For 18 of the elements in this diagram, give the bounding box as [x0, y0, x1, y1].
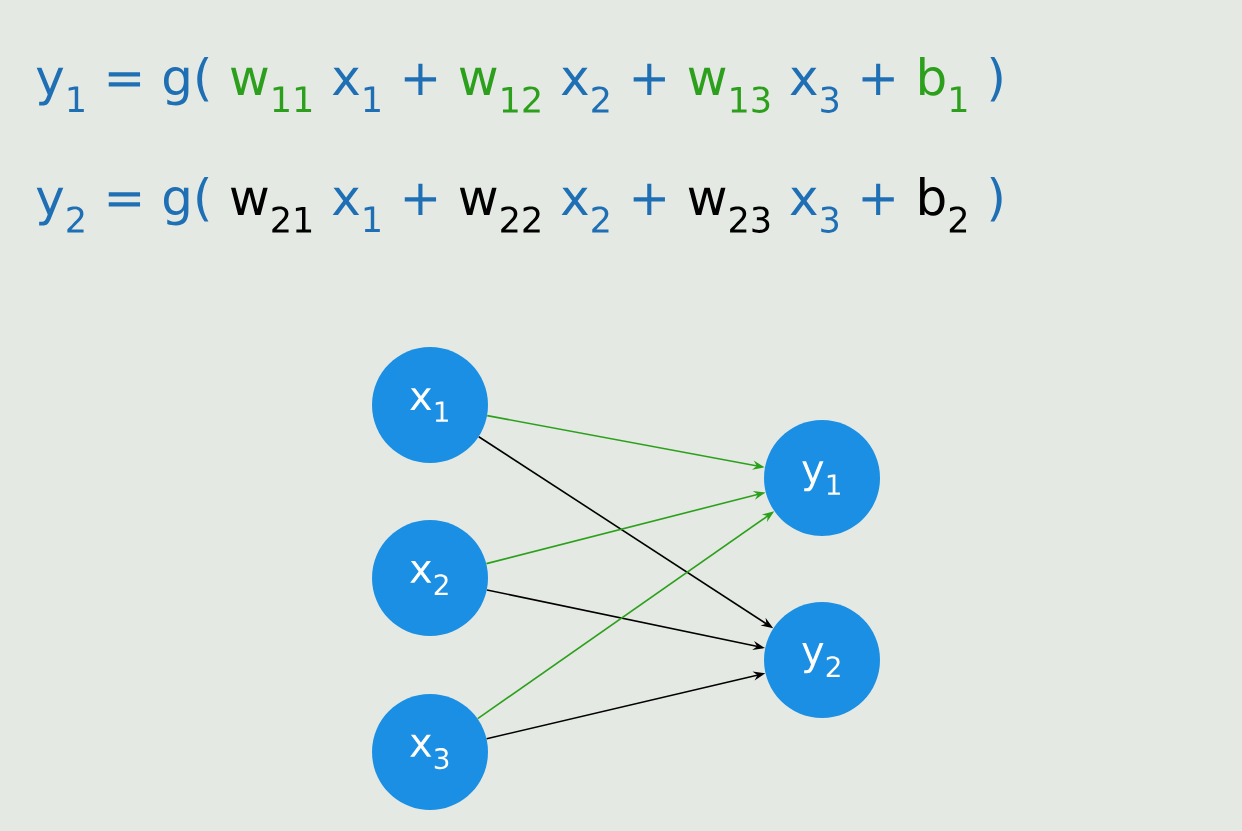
equation-term: x$_{1}$ +	[332, 183, 437, 232]
equation-term: y$_{1}$ = g(	[36, 57, 209, 112]
equation-term: w$_{22}$	[459, 187, 540, 233]
equation-term: w$_{12}$	[459, 67, 540, 113]
equation-term: x$_{2}$ +	[561, 183, 665, 233]
equation-term: w$_{13}$	[688, 67, 770, 113]
equation-term: b$_{2}$	[920, 177, 967, 233]
equation-term: x$_{1}$ +	[332, 63, 437, 112]
equation-term: w$_{21}$	[231, 187, 312, 233]
equation-term: x$_{3}$ +	[790, 63, 894, 113]
equation-term: )	[990, 57, 1002, 102]
equation-term: x$_{2}$ +	[561, 63, 665, 113]
equation-term: b$_{1}$	[920, 57, 967, 112]
equation-term: )	[990, 177, 1002, 222]
equation-term: x$_{3}$ +	[790, 183, 894, 233]
equation-term: w$_{23}$	[688, 187, 770, 233]
equation-term: w$_{11}$	[231, 67, 312, 112]
equation-term: y$_{2}$ = g(	[36, 177, 209, 233]
